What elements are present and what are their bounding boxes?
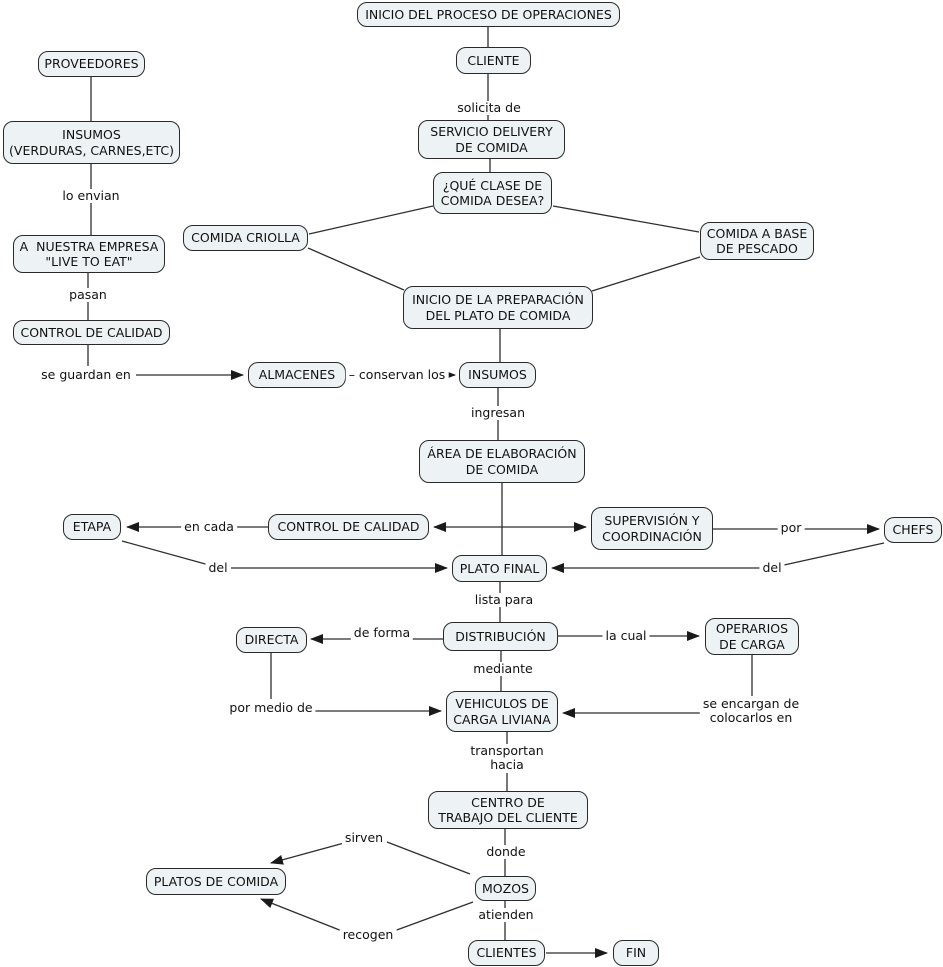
edge-label-atienden[interactable]: atienden xyxy=(475,907,537,923)
node-etapa[interactable]: ETAPA xyxy=(63,514,121,540)
node-inicio-proceso[interactable]: INICIO DEL PROCESO DE OPERACIONES xyxy=(357,2,620,27)
edge-label-lista-para[interactable]: lista para xyxy=(471,592,537,608)
edge-chefs-del xyxy=(783,542,885,566)
edge-label-donde[interactable]: donde xyxy=(483,844,529,860)
node-insumos[interactable]: INSUMOS xyxy=(459,362,536,388)
edge-label-conservan[interactable]: – conservan los xyxy=(345,367,449,383)
node-comida-pescado[interactable]: COMIDA A BASE DE PESCADO xyxy=(700,222,814,260)
node-control-calidad-2[interactable]: CONTROL DE CALIDAD xyxy=(268,514,429,540)
node-area-elaboracion[interactable]: ÁREA DE ELABORACIÓN DE COMIDA xyxy=(419,440,585,483)
edge-pescado-preparacion xyxy=(591,256,701,292)
edge-mozos-recogen xyxy=(393,901,474,932)
node-vehiculos[interactable]: VEHICULOS DE CARGA LIVIANA xyxy=(446,691,558,732)
edge-label-mediante[interactable]: mediante xyxy=(470,661,536,677)
edge-label-del-izq[interactable]: del xyxy=(205,560,231,576)
node-chefs[interactable]: CHEFS xyxy=(884,517,942,543)
edge-label-recogen[interactable]: recogen xyxy=(339,927,397,943)
node-control-calidad-1[interactable]: CONTROL DE CALIDAD xyxy=(13,320,170,345)
node-servicio-delivery[interactable]: SERVICIO DELIVERY DE COMIDA xyxy=(418,120,565,159)
node-operarios[interactable]: OPERARIOS DE CARGA xyxy=(705,618,799,655)
node-almacenes[interactable]: ALMACENES xyxy=(248,362,346,388)
edge-label-por-medio[interactable]: por medio de xyxy=(226,700,316,716)
edge-label-se-guardan[interactable]: se guardan en xyxy=(38,367,134,383)
node-inicio-preparacion[interactable]: INICIO DE LA PREPARACIÓN DEL PLATO DE CO… xyxy=(403,286,593,329)
edge-label-lo-envian[interactable]: lo envian xyxy=(59,188,123,204)
edge-label-la-cual[interactable]: la cual xyxy=(602,628,650,644)
edge-label-pasan[interactable]: pasan xyxy=(66,287,110,303)
edge-queclase-pescado xyxy=(552,205,700,233)
edge-label-transportan[interactable]: transportan hacia xyxy=(467,743,547,773)
edge-label-del-der[interactable]: del xyxy=(759,560,785,576)
edge-label-por[interactable]: por xyxy=(777,520,805,536)
node-distribucion[interactable]: DISTRIBUCIÓN xyxy=(443,622,558,651)
node-comida-criolla[interactable]: COMIDA CRIOLLA xyxy=(183,225,308,251)
edge-queclase-criolla xyxy=(308,205,434,235)
node-mozos[interactable]: MOZOS xyxy=(475,876,536,901)
node-nuestra-empresa[interactable]: A NUESTRA EMPRESA "LIVE TO EAT" xyxy=(13,235,165,273)
edge-mozos-sirven xyxy=(386,841,471,875)
node-supervision[interactable]: SUPERVISIÓN Y COORDINACIÓN xyxy=(591,507,713,550)
node-plato-final[interactable]: PLATO FINAL xyxy=(452,555,547,582)
node-clientes[interactable]: CLIENTES xyxy=(468,940,545,966)
node-directa[interactable]: DIRECTA xyxy=(236,627,307,653)
edge-label-en-cada[interactable]: en cada xyxy=(181,519,237,535)
node-centro-trabajo[interactable]: CENTRO DE TRABAJO DEL CLIENTE xyxy=(428,791,588,829)
node-proveedores[interactable]: PROVEEDORES xyxy=(38,51,145,77)
edge-label-sirven[interactable]: sirven xyxy=(341,830,387,846)
node-insumos-detalle[interactable]: INSUMOS (VERDURAS, CARNES,ETC) xyxy=(3,121,180,164)
edge-etapa-del xyxy=(121,540,210,566)
edge-recogen-platos xyxy=(260,898,343,932)
node-cliente[interactable]: CLIENTE xyxy=(456,47,531,74)
edge-label-solicita-de[interactable]: solicita de xyxy=(454,100,524,116)
node-platos-comida[interactable]: PLATOS DE COMIDA xyxy=(146,868,286,895)
node-que-clase[interactable]: ¿QUÉ CLASE DE COMIDA DESEA? xyxy=(433,172,552,214)
edge-sirven-platos xyxy=(270,842,345,865)
edge-label-de-forma[interactable]: de forma xyxy=(350,625,414,641)
node-fin[interactable]: FIN xyxy=(613,940,659,966)
edge-criolla-preparacion xyxy=(307,247,405,291)
edge-label-se-encargan[interactable]: se encargan de colocarlos en xyxy=(699,696,803,726)
edge-label-ingresan[interactable]: ingresan xyxy=(468,405,528,421)
